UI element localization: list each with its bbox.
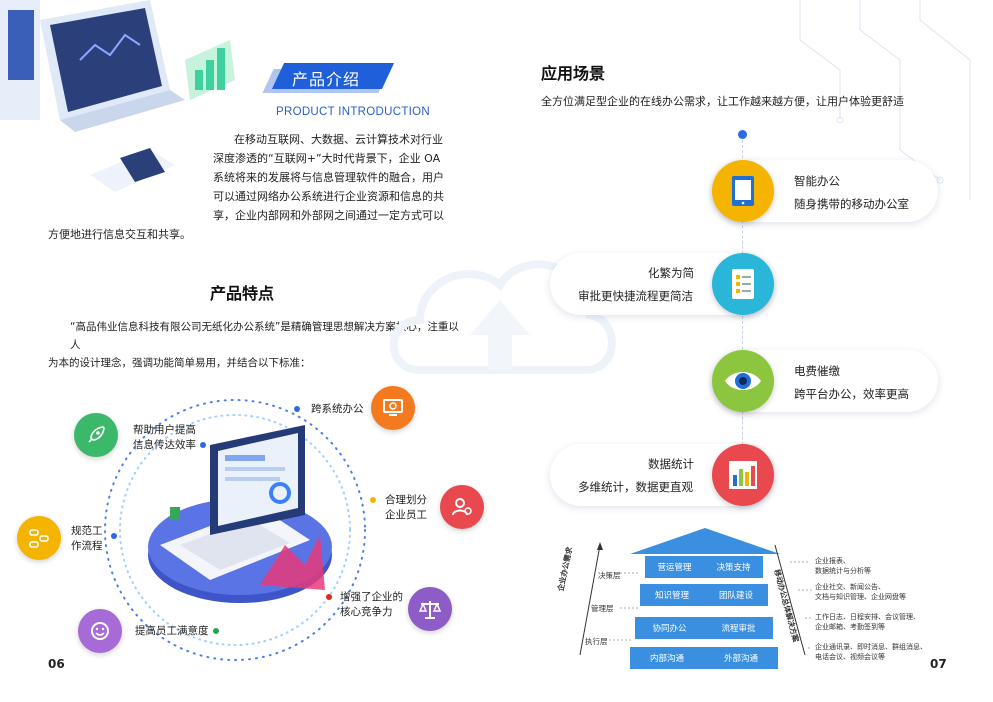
tablet-icon — [712, 160, 774, 222]
scene-card-title: 化繁为简 — [648, 266, 694, 280]
intro-line: 深度渗透的“互联网+”大时代背景下，企业 OA — [213, 152, 441, 165]
monitor-gear-icon — [371, 386, 415, 430]
feature-label: 合理划分 — [385, 494, 427, 506]
page-subtitle: PRODUCT INTRODUCTION — [276, 106, 431, 118]
pyramid-cell: 内部沟通 — [649, 654, 684, 664]
note-line: 电话会议、视频会议等 — [815, 653, 885, 661]
scene-card-title: 电费催缴 — [794, 364, 840, 378]
feature-dot — [370, 497, 376, 503]
scene-card-desc: 随身携带的移动办公室 — [794, 197, 909, 211]
feature-label: 帮助用户提高 — [133, 424, 196, 436]
feature-label: 企业员工 — [385, 509, 427, 521]
user-gear-icon — [440, 485, 484, 529]
feature-label: 核心竞争力 — [340, 606, 393, 618]
scene-card-desc: 多维统计，数据更直观 — [578, 480, 693, 494]
eye-icon — [712, 350, 774, 412]
note-line: 工作日志、日程安排、会议管理、 — [815, 613, 920, 621]
cloud-decoration — [389, 260, 616, 374]
page-number-left: 06 — [48, 657, 65, 671]
pyramid-note: 工作日志、日程安排、会议管理、 企业邮箱、考勤签到等 — [815, 612, 920, 632]
product-intro-banner: 产品介绍 — [262, 63, 395, 93]
pyramid-roof — [630, 528, 780, 554]
timeline-dot — [738, 130, 747, 139]
intro-paragraph: 在移动互联网、大数据、云计算技术对行业 深度渗透的“互联网+”大时代背景下，企业… — [48, 130, 458, 244]
pyramid-note: 企业社交、新闻公告、 文档与知识管理、企业网盘等 — [815, 582, 906, 602]
rocket-icon — [74, 413, 118, 457]
scene-description: 全方位满足型企业的在线办公需求，让工作越来越方便，让用户体验更舒适 — [541, 95, 904, 108]
scale-icon — [408, 587, 452, 631]
feature-dot — [294, 406, 300, 412]
laptop-ring-illustration — [104, 399, 366, 661]
scene-card-title: 数据统计 — [648, 457, 694, 471]
devices-illustration — [0, 0, 235, 192]
scene-card-title: 智能办公 — [794, 174, 840, 188]
checklist-icon — [712, 253, 774, 315]
page-title: 产品介绍 — [292, 70, 361, 89]
feature-dot — [213, 628, 219, 634]
feature-label: 规范工 — [71, 525, 103, 537]
note-line: 文档与知识管理、企业网盘等 — [815, 593, 906, 601]
pyramid-cell: 流程审批 — [721, 624, 756, 634]
note-line: 企业报表、 — [815, 557, 850, 565]
pyramid-note: 企业通讯录、即时消息、群组消息、 电话会议、视频会议等 — [815, 642, 927, 662]
pyramid-cell: 协同办公 — [652, 624, 687, 634]
feature-label: 提高员工满意度 — [135, 625, 209, 637]
features-title: 产品特点 — [210, 284, 275, 303]
scene-title: 应用场景 — [541, 64, 606, 83]
feature-label: 跨系统办公 — [311, 403, 364, 415]
pyramid-tier: 营运管理 决策支持 — [645, 556, 763, 578]
note-line: 企业邮箱、考勤签到等 — [815, 623, 885, 631]
flowchart-icon — [17, 516, 61, 560]
note-line: 企业通讯录、即时消息、群组消息、 — [815, 643, 927, 651]
smile-icon — [78, 609, 122, 653]
page-number-right: 07 — [930, 657, 947, 671]
feature-label: 作流程 — [71, 540, 103, 552]
feature-dot — [326, 594, 332, 600]
pyramid-tier: 知识管理 团队建设 — [640, 584, 768, 606]
pyramid-note: 企业报表、 数据统计与分析等 — [815, 556, 871, 576]
pyramid-cell: 团队建设 — [718, 591, 753, 601]
pyramid-tier: 协同办公 流程审批 — [635, 617, 773, 639]
pyramid-level: 执行层 — [585, 637, 608, 646]
features-description: “高品伟业信息科技有限公司无纸化办公系统”是精确管理思想解决方案核心，注重以人 … — [48, 318, 468, 372]
bar-chart-icon — [712, 444, 774, 506]
feature-dot — [111, 533, 117, 539]
note-line: 数据统计与分析等 — [815, 567, 871, 575]
feature-label: 增强了企业的 — [340, 591, 403, 603]
intro-line: 系统将来的发展将与信息管理软件的融合，用户 — [213, 171, 444, 184]
intro-line: 方便地进行信息交互和共享。 — [48, 228, 191, 241]
pyramid-guides — [579, 542, 812, 656]
pyramid-tier: 内部沟通 外部沟通 — [630, 647, 778, 669]
pyramid-level: 管理层 — [591, 604, 614, 613]
note-line: 企业社交、新闻公告、 — [815, 583, 885, 591]
pyramid-level: 决策层 — [598, 571, 621, 580]
feature-label: 信息传达效率 — [133, 439, 196, 451]
features-desc-line: “高品伟业信息科技有限公司无纸化办公系统”是精确管理思想解决方案核心，注重以人 — [70, 321, 459, 351]
feature-dot — [200, 442, 206, 448]
intro-line: 享，企业内部网和外部网之间通过一定方式可以 — [213, 209, 444, 222]
pyramid-cell: 营运管理 — [657, 563, 692, 573]
pyramid-cell: 知识管理 — [654, 591, 689, 601]
pyramid-cell: 外部沟通 — [723, 654, 758, 664]
features-desc-line: 为本的设计理念，强调功能简单易用，并结合以下标准： — [48, 357, 311, 369]
intro-line: 可以通过网络办公系统进行企业资源和信息的共 — [213, 190, 444, 203]
pyramid-cell: 决策支持 — [716, 563, 751, 573]
timeline-line — [742, 140, 743, 500]
scene-card-desc: 跨平台办公，效率更高 — [794, 387, 909, 401]
scene-card-desc: 审批更快捷流程更简洁 — [578, 289, 693, 303]
intro-line: 在移动互联网、大数据、云计算技术对行业 — [234, 133, 443, 146]
